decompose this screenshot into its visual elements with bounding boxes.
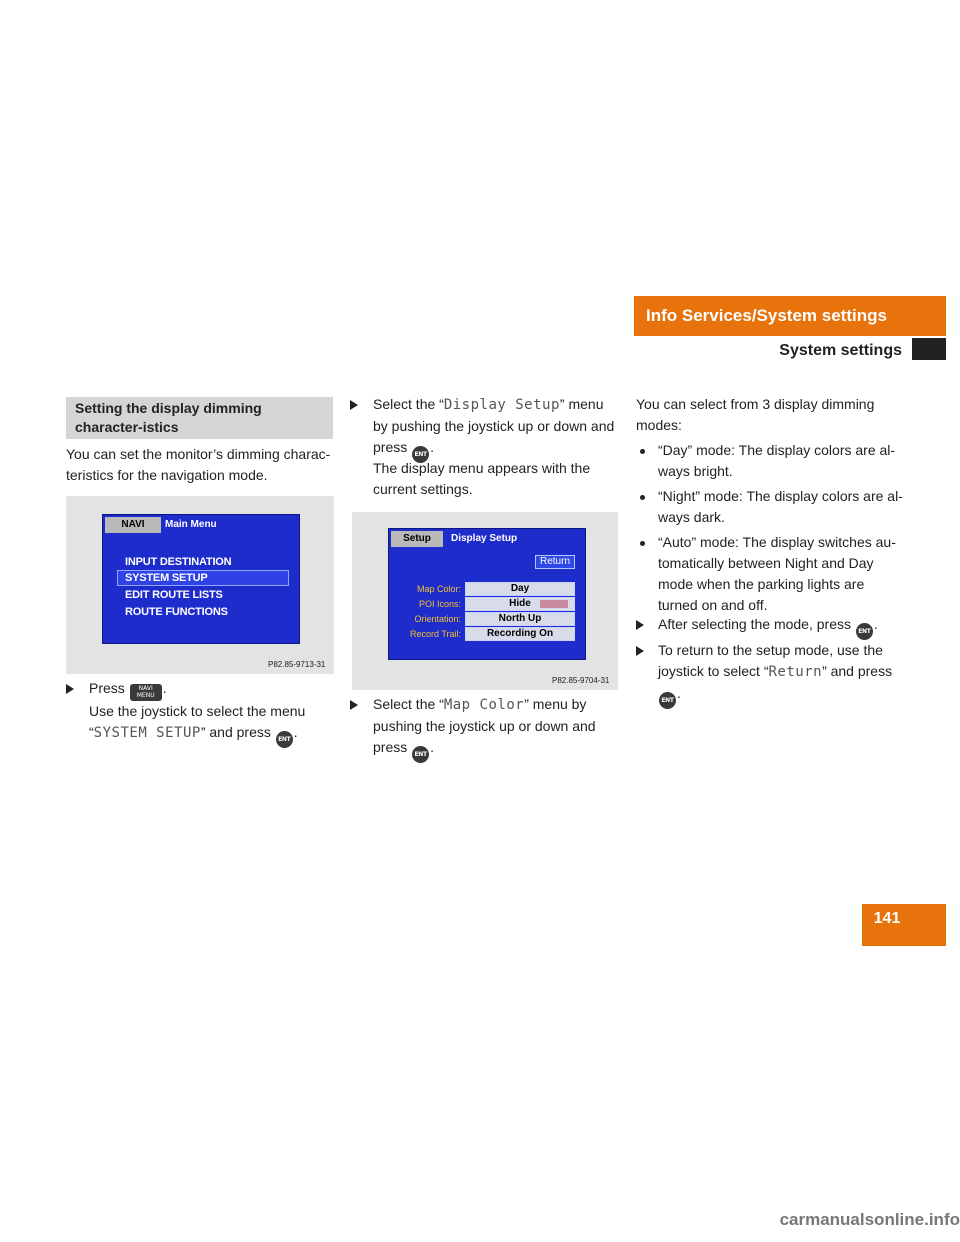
subsection-marker bbox=[912, 338, 946, 360]
label-record-trail: Record Trail: bbox=[409, 629, 461, 639]
menu-name-map-color: Map Color bbox=[443, 697, 525, 713]
label-poi-icons: POI Icons: bbox=[418, 599, 461, 609]
quote-open: “ bbox=[89, 724, 94, 740]
menu-selection-highlight bbox=[117, 570, 289, 586]
step-text: Select the “ bbox=[373, 696, 444, 712]
navi-icon-label-bottom: MENU bbox=[136, 692, 155, 699]
step-select-display-setup: Select the “Display Setup” menu by pushi… bbox=[350, 394, 622, 463]
step-text: ” menu by pushing the joystick up or dow… bbox=[373, 396, 615, 455]
page-number-badge bbox=[862, 904, 946, 946]
step-text-end: . bbox=[430, 739, 435, 755]
screen-title: Main Menu bbox=[165, 519, 217, 530]
navi-main-menu-screenshot: NAVI Main Menu INPUT DESTINATION SYSTEM … bbox=[66, 496, 334, 674]
bullet-dot bbox=[640, 541, 645, 546]
step-text: Select the “ bbox=[373, 396, 444, 412]
section-header-bar bbox=[634, 296, 946, 336]
display-setup-screenshot: Setup Display Setup Return Map Color: Da… bbox=[352, 512, 618, 690]
menu-name-system-setup: SYSTEM SETUP bbox=[93, 725, 201, 741]
ent-button-icon: ENT bbox=[659, 692, 676, 709]
return-button: Return bbox=[535, 555, 575, 569]
step-text-line2: Use the joystick to select the menu bbox=[89, 703, 306, 719]
display-setup-screen: Setup Display Setup Return Map Color: Da… bbox=[388, 528, 586, 660]
step-bullet-icon bbox=[636, 620, 644, 630]
value-poi-icons-text: Hide bbox=[509, 598, 531, 609]
menu-item-input-destination: INPUT DESTINATION bbox=[125, 556, 232, 568]
step-text: To return to the setup mode, use the joy… bbox=[658, 642, 883, 679]
step-bullet-icon bbox=[66, 684, 74, 694]
step-text-end: . bbox=[162, 680, 167, 696]
ent-button-icon: ENT bbox=[412, 446, 430, 463]
step-bullet-icon bbox=[350, 700, 358, 710]
step-select-map-color: Select the “Map Color” menu by pushing t… bbox=[350, 694, 622, 763]
label-orientation: Orientation: bbox=[414, 614, 461, 624]
value-poi-icons: Hide bbox=[465, 597, 575, 611]
bullet-text: “Day” mode: The display colors are al-wa… bbox=[658, 442, 896, 479]
label-map-color: Map Color: bbox=[416, 584, 461, 594]
step-text: ” menu by pushing the joystick up or dow… bbox=[373, 696, 596, 755]
image-caption: P82.85-9713-31 bbox=[268, 660, 326, 669]
step-return: To return to the setup mode, use the joy… bbox=[636, 640, 912, 709]
poi-icon-preview bbox=[540, 600, 568, 608]
ent-button-icon: ENT bbox=[412, 746, 430, 763]
menu-item-route-functions: ROUTE FUNCTIONS bbox=[125, 606, 228, 618]
tab-navi: NAVI bbox=[105, 517, 161, 533]
tab-setup: Setup bbox=[391, 531, 443, 547]
bullet-dot bbox=[640, 495, 645, 500]
mode-bullet-day: “Day” mode: The display colors are al-wa… bbox=[640, 440, 910, 482]
subsection-title: System settings bbox=[779, 342, 902, 359]
step-text-and-press: and press bbox=[205, 724, 271, 740]
image-caption: P82.85-9704-31 bbox=[552, 676, 610, 685]
ent-button-icon: ENT bbox=[855, 623, 873, 640]
step-bullet-icon bbox=[636, 646, 644, 656]
value-orientation: North Up bbox=[465, 612, 575, 626]
page-number: 141 bbox=[873, 910, 901, 927]
watermark: carmanualsonline.info bbox=[779, 1210, 960, 1229]
ent-button-icon: ENT bbox=[275, 731, 293, 748]
step-after-selecting: After selecting the mode, press ENT. bbox=[636, 614, 912, 640]
navi-screen: NAVI Main Menu INPUT DESTINATION SYSTEM … bbox=[102, 514, 300, 644]
value-map-color: Day bbox=[465, 582, 575, 596]
menu-name-return: Return bbox=[768, 664, 823, 680]
display-menu-note: The display menu appears with the curren… bbox=[373, 460, 591, 497]
step-text-end: . bbox=[873, 616, 878, 632]
step-bullet-icon bbox=[350, 400, 358, 410]
intro-paragraph: You can set the monitor’s dimming charac… bbox=[66, 446, 331, 483]
menu-item-edit-route-lists: EDIT ROUTE LISTS bbox=[125, 589, 223, 601]
step-text-end: . bbox=[430, 439, 435, 455]
section-heading-box bbox=[66, 397, 333, 439]
section-heading: Setting the display dimming character-is… bbox=[75, 400, 262, 435]
bullet-text: “Auto” mode: The display switches au-tom… bbox=[658, 534, 896, 613]
mode-bullet-auto: “Auto” mode: The display switches au-tom… bbox=[640, 532, 910, 616]
step-text-end: . bbox=[293, 724, 298, 740]
menu-item-system-setup: SYSTEM SETUP bbox=[125, 572, 208, 584]
navi-icon-label-top: NAVI bbox=[138, 685, 153, 692]
value-record-trail: Recording On bbox=[465, 627, 575, 641]
step-text: After selecting the mode, press bbox=[658, 616, 851, 632]
section-title: Info Services/System settings bbox=[646, 306, 887, 325]
bullet-dot bbox=[640, 449, 645, 454]
step-text-press: Press bbox=[89, 680, 125, 696]
screen-title: Display Setup bbox=[451, 533, 518, 544]
step-text-end: . bbox=[677, 685, 681, 701]
modes-intro: You can select from 3 display dimming mo… bbox=[636, 396, 875, 433]
mode-bullet-night: “Night” mode: The display colors are al-… bbox=[640, 486, 910, 528]
step-text: ” and press bbox=[822, 663, 893, 679]
bullet-text: “Night” mode: The display colors are al-… bbox=[658, 488, 903, 525]
menu-name-display-setup: Display Setup bbox=[443, 397, 560, 413]
quote-close: ” bbox=[200, 724, 206, 740]
